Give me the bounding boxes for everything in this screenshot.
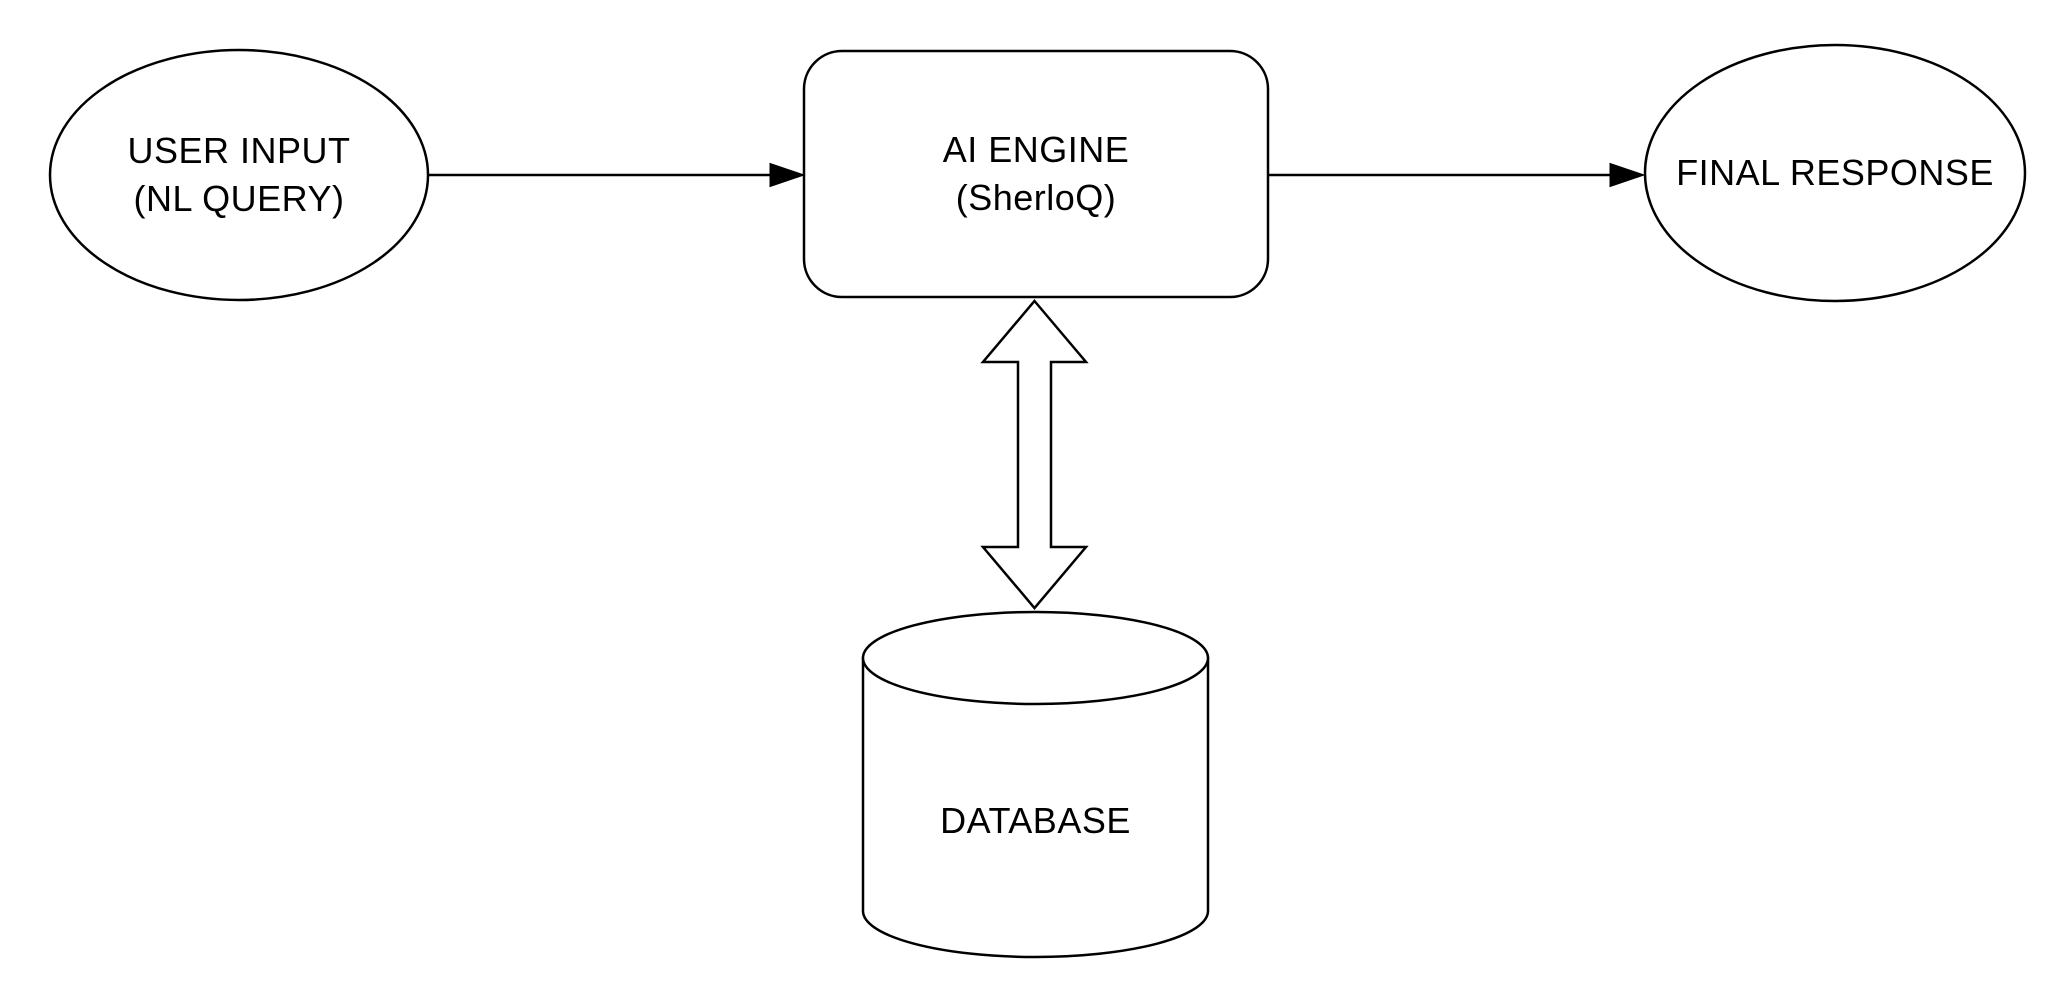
arrow-user-input-to-ai-engine (428, 162, 806, 188)
double-arrow-ai-engine-database (980, 299, 1089, 610)
ai-engine-box (802, 49, 1270, 299)
user-input-ellipse (48, 48, 430, 302)
final-response-ellipse (1643, 43, 2027, 303)
arrow-ai-engine-to-final-response (1269, 162, 1646, 188)
database-cylinder-top (861, 610, 1210, 706)
arrowhead-icon (1609, 162, 1646, 188)
arrowhead-icon (769, 162, 806, 188)
database-cylinder-body (861, 656, 1210, 959)
